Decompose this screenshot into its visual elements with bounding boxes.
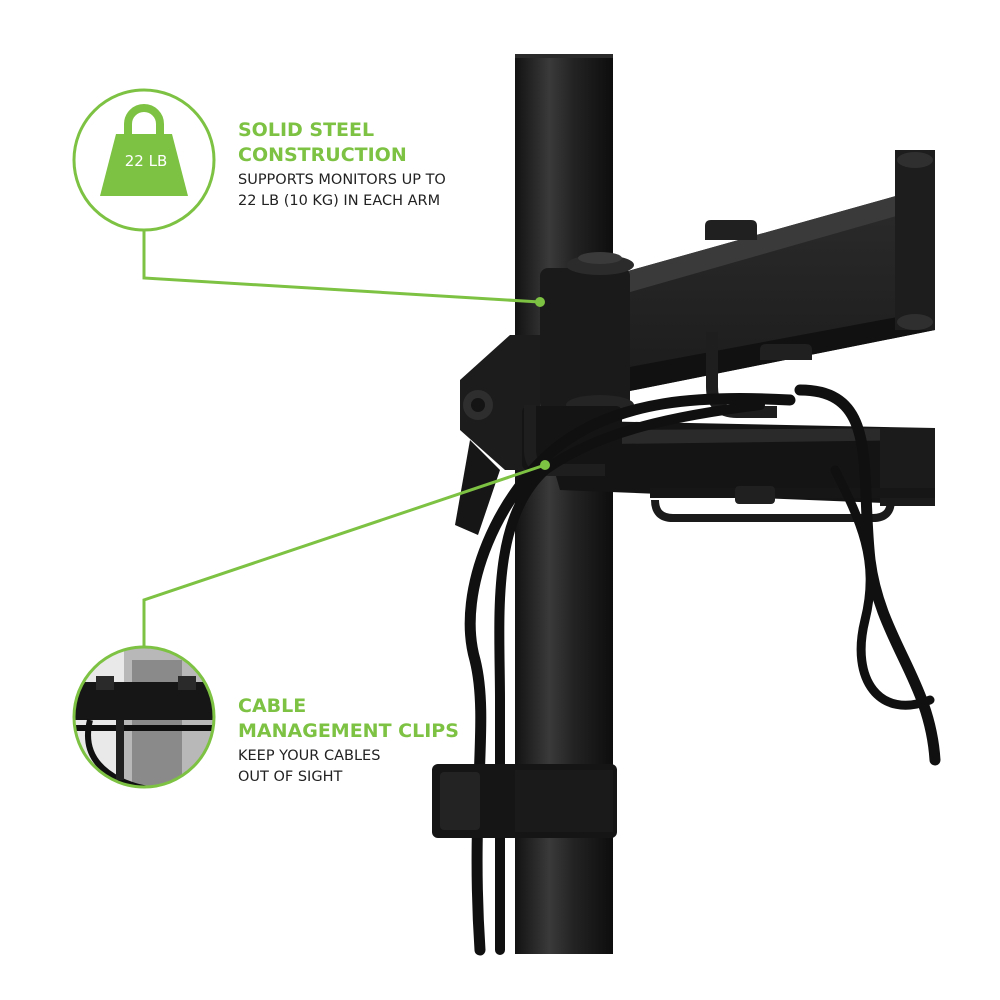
callout-dot-1 xyxy=(535,297,545,307)
weight-icon xyxy=(100,104,188,196)
feature-steel-construction: SOLID STEEL CONSTRUCTION SUPPORTS MONITO… xyxy=(238,118,446,212)
cable-clip-closeup xyxy=(72,645,216,789)
feature-cable-management: CABLE MANAGEMENT CLIPS KEEP YOUR CABLES … xyxy=(238,694,459,788)
feature-title-line2: MANAGEMENT CLIPS xyxy=(238,720,459,742)
callout-dot-2 xyxy=(540,460,550,470)
lower-arm xyxy=(540,420,935,522)
feature-desc-line1: SUPPORTS MONITORS UP TO xyxy=(238,172,446,188)
feature-title-line1: SOLID STEEL xyxy=(238,119,375,141)
weight-callout xyxy=(72,88,216,232)
cable-clip-closeup-icon xyxy=(74,647,214,787)
weight-icon-label: 22 LB xyxy=(124,152,168,170)
feature-title-line1: CABLE xyxy=(238,695,307,717)
callout-lines xyxy=(142,230,546,648)
feature-desc-line2: 22 LB (10 KG) IN EACH ARM xyxy=(238,193,441,209)
bottom-cable-clip xyxy=(432,764,617,838)
feature-desc-line1: KEEP YOUR CABLES xyxy=(238,748,381,764)
upper-arm xyxy=(560,150,935,405)
feature-desc-line2: OUT OF SIGHT xyxy=(238,769,343,785)
feature-title-line2: CONSTRUCTION xyxy=(238,144,407,166)
